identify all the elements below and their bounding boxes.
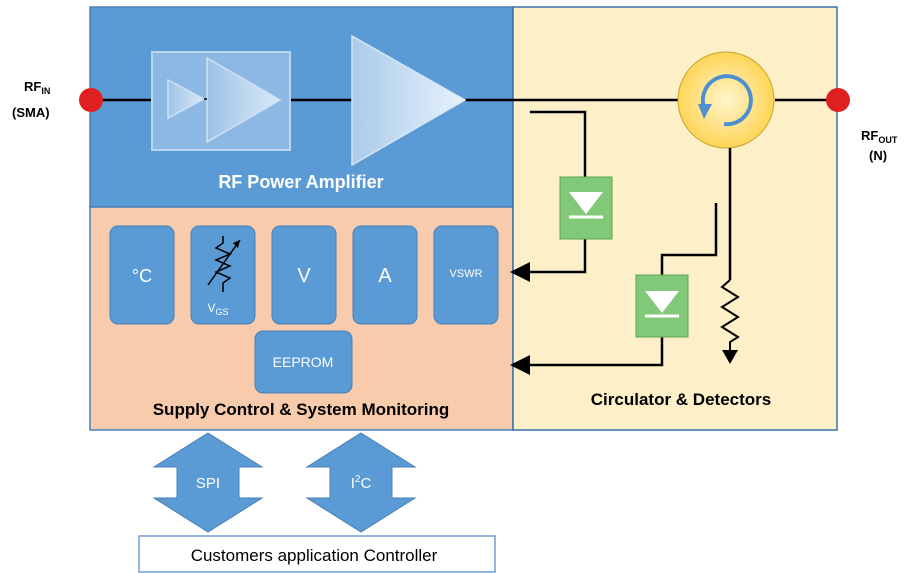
resistor-icon (720, 279, 740, 350)
circulator-arrow-icon (700, 74, 753, 127)
spi-label: SPI (196, 475, 220, 492)
driver-amp-icon (206, 56, 282, 144)
temp-label: °C (132, 266, 152, 286)
customer-controller-box (138, 535, 496, 573)
rf-in-label: RFIN (24, 79, 50, 96)
circulator-label: Circulator & Detectors (591, 390, 771, 409)
rf-out-connector (826, 88, 850, 112)
circulator-icon (677, 51, 775, 149)
variable-arrowhead-icon (233, 240, 240, 248)
vgs-label: VGS (207, 301, 228, 317)
i2c-label: I2C (351, 474, 372, 492)
eeprom-block (254, 330, 353, 394)
rf-in-connector (79, 88, 103, 112)
voltage-label: V (297, 265, 311, 287)
vswr-monitor (433, 225, 499, 325)
current-label: A (378, 265, 392, 287)
rf-in-connector-label: (SMA) (12, 105, 50, 120)
vswr-label: VSWR (450, 268, 483, 280)
eeprom-label: EEPROM (273, 354, 334, 370)
reflected-detector-wire (510, 203, 718, 375)
forward-diode-icon (569, 192, 603, 214)
voltage-monitor (271, 225, 337, 325)
ground-arrow-icon (722, 350, 738, 364)
power-amp-icon (351, 34, 467, 167)
rf-out-label: RFOUT (861, 128, 898, 145)
variable-arrow-line (207, 239, 241, 286)
customer-controller-label: Customers application Controller (191, 546, 438, 565)
spi-arrow (152, 432, 264, 533)
rf-out-connector-label: (N) (869, 148, 887, 163)
power-amp-label: RF Power Amplifier (218, 172, 383, 192)
pre-amp-icon (167, 78, 206, 120)
temp-monitor (109, 225, 175, 325)
reflected-diode-icon (645, 291, 679, 313)
supply-control-label: Supply Control & System Monitoring (153, 400, 450, 419)
current-monitor (352, 225, 418, 325)
i2c-arrow (305, 432, 417, 533)
circulator-arrowhead-icon (698, 104, 712, 119)
